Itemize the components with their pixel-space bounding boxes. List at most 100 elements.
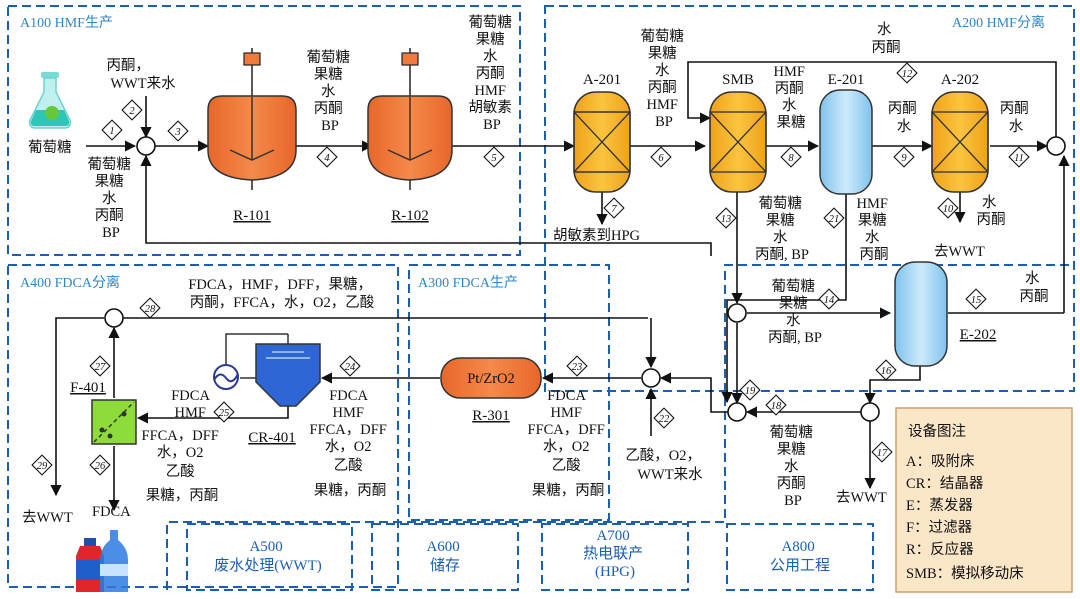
bottles-icon xyxy=(76,530,128,592)
label-stream-14: 葡萄糖 果糖 水 丙酮, BP xyxy=(768,278,822,346)
label-line: 丙酮 xyxy=(648,80,677,96)
label-line: 水 xyxy=(897,118,912,135)
label-line: 果糖 xyxy=(95,173,124,190)
label-stream-25: FDCA HMF FFCA，DFF 水，O2 乙酸 果糖，丙酮 xyxy=(142,388,223,504)
label-line: 葡萄糖 xyxy=(87,156,131,173)
stream-number: 8 xyxy=(788,153,794,164)
label-line: 丙酮 xyxy=(860,247,889,263)
stream-number: 5 xyxy=(491,153,496,164)
area-a800-box xyxy=(726,523,874,591)
stream-number: 11 xyxy=(1014,153,1024,164)
label-line: FFCA，DFF xyxy=(310,422,387,438)
area-a500-line: A500 xyxy=(249,539,282,555)
label-line: 水 xyxy=(982,194,997,211)
label-cr401: CR-401 xyxy=(248,430,296,446)
label-stream-18: 葡萄糖 果糖 水 丙酮 BP xyxy=(769,424,816,509)
label-line: 果糖，丙酮 xyxy=(314,482,387,499)
stream-numbers: 1 2 3 4 5 6 7 8 9 10 11 12 13 14 15 16 1… xyxy=(31,62,1030,476)
stream-number: 21 xyxy=(829,214,840,225)
label-line: FDCA xyxy=(171,388,210,404)
label-stream-11: 丙酮 水 xyxy=(1000,101,1033,135)
label-stream-10: 水 丙酮 xyxy=(977,194,1006,228)
mixer-node xyxy=(1046,136,1066,156)
area-a700-line: (HPG) xyxy=(595,564,635,580)
area-a800-line: A800 xyxy=(781,539,814,555)
label-stream-15: 水 丙酮 xyxy=(1020,270,1049,305)
label-line: HMF xyxy=(332,405,363,421)
adsorber-a202 xyxy=(931,91,989,193)
label-line: HMF xyxy=(773,64,804,80)
label-line: 果糖 xyxy=(766,212,795,229)
label-line: 果糖 xyxy=(314,66,343,83)
label-line: 丙酮 xyxy=(775,81,804,97)
mixer-node xyxy=(727,402,747,422)
legend-item: CR：结晶器 xyxy=(906,475,984,492)
legend-item: A：吸附床 xyxy=(906,453,975,470)
area-a600-line: 储存 xyxy=(430,557,460,574)
label-line: 果糖 xyxy=(648,45,677,62)
label-line: 丙酮 xyxy=(314,101,343,117)
label-glucose-feed: 葡萄糖 xyxy=(28,139,72,156)
stream-number: 15 xyxy=(971,295,982,306)
stream-lines xyxy=(50,61,1070,512)
stream-number: 28 xyxy=(145,304,156,315)
recycle-to-fdca-line xyxy=(659,372,728,413)
area-a300-box xyxy=(408,264,610,521)
label-recycle-20: 葡萄糖 果糖 水 丙酮 BP xyxy=(87,156,134,241)
label-line: BP xyxy=(655,114,673,130)
area-a700-line: 热电联产 xyxy=(583,545,643,562)
label-line: 丙酮 xyxy=(777,476,806,492)
area-a700-box xyxy=(541,523,689,591)
equipment-labels: R-101 R-102 A-201 SMB E-201 A-202 E-202 … xyxy=(70,72,996,446)
legend-title: 设备图注 xyxy=(908,423,966,440)
label-line: 丙酮 xyxy=(888,101,917,117)
label-line: 水，O2 xyxy=(157,444,204,461)
reactor-r102 xyxy=(367,48,453,190)
label-line: 乙酸 xyxy=(552,457,581,474)
label-line: 水 xyxy=(784,458,799,475)
label-stream-6: 葡萄糖 果糖 水 丙酮 HMF BP xyxy=(640,28,687,130)
label-line: FDCA，HMF，DFF，果糖， xyxy=(188,276,372,293)
area-a200-box xyxy=(544,5,1075,392)
label-line: 丙酮, BP xyxy=(755,247,809,263)
label-line: 乙酸，O2， xyxy=(625,447,701,464)
label-line: BP xyxy=(102,225,120,241)
area-a700-line: A700 xyxy=(596,528,629,544)
stream-number: 2 xyxy=(129,106,135,117)
label-line: HMF xyxy=(550,405,581,421)
label-r101: R-101 xyxy=(233,208,271,224)
stream-number: 14 xyxy=(824,295,835,306)
label-stream-28: FDCA，HMF，DFF，果糖， 丙酮，FFCA，水，O2，乙酸 xyxy=(188,276,375,311)
label-line: 果糖 xyxy=(476,31,505,48)
label-line: 葡萄糖 xyxy=(758,195,802,212)
stream-number: 22 xyxy=(659,414,670,425)
label-line: 果糖，丙酮 xyxy=(532,482,605,499)
stream-number: 18 xyxy=(771,401,782,412)
label-line: 水 xyxy=(773,229,788,246)
label-line: 丙酮，FFCA，水，O2，乙酸 xyxy=(190,294,375,311)
label-line: 丙酮 xyxy=(476,66,505,82)
label-stream-4: 葡萄糖 果糖 水 丙酮 BP xyxy=(306,49,353,134)
area-a400-title: A400 FDCA分离 xyxy=(20,274,120,291)
heat-exchanger-icon xyxy=(213,364,239,390)
mixers xyxy=(104,136,1066,422)
stream-number: 23 xyxy=(572,362,583,373)
area-a200-title: A200 HMF分离 xyxy=(952,14,1045,31)
area-a600-box xyxy=(371,523,519,591)
label-smb: SMB xyxy=(722,72,754,88)
area-a500-line: 废水处理(WWT) xyxy=(214,557,321,574)
legend-item: SMB：模拟移动床 xyxy=(906,565,1024,582)
label-line: HMF xyxy=(474,83,505,99)
stream-number: 6 xyxy=(658,153,664,164)
area-a100-title: A100 HMF生产 xyxy=(20,15,113,31)
label-line: 果糖，丙酮 xyxy=(146,487,219,504)
mixer-node xyxy=(860,402,880,422)
label-r102: R-102 xyxy=(391,208,429,224)
label-line: 葡萄糖 xyxy=(769,424,813,441)
label-line: 丙酮 xyxy=(977,212,1006,228)
label-line: 水 xyxy=(1025,270,1040,287)
area-a800-line: 公用工程 xyxy=(770,557,830,574)
area-a600-line: A600 xyxy=(426,539,459,555)
